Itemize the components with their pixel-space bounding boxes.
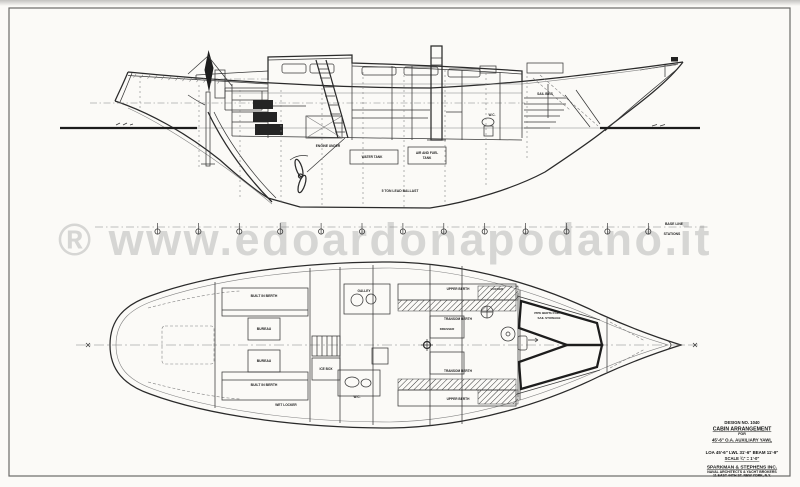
svg-text:NAVAL ARCHITECTS & YACHT BROKE: NAVAL ARCHITECTS & YACHT BROKERS [707,470,777,474]
svg-text:DESIGN NO. 1040: DESIGN NO. 1040 [724,420,760,425]
baseline-label: BASE LINE [665,222,684,226]
drawing-label: TANK [423,156,432,160]
drawing-label: AIR AND FUEL [416,151,438,155]
companionway-ladder [315,59,349,139]
drawing-label: BUILT IN BERTH [251,294,278,298]
drawing-label: UPPER BERTH [447,287,471,291]
drawing-label: WATER TANK [362,155,383,159]
watermark: ® www.edoardonapodano.it [58,214,712,265]
drawing-label: W.C. [489,113,496,117]
drawing-label: W.C. [354,395,361,399]
drawing-label: ICE BOX [319,367,333,371]
drawing-label: PIPE BERTH FOR [534,311,560,315]
drawing-label: BUREAU [257,327,272,331]
drawing-label: TRANSOM BERTH [444,369,473,373]
plan-view [76,261,700,429]
svg-text:CABIN ARRANGEMENT: CABIN ARRANGEMENT [713,427,772,433]
mizzen-mast [187,50,233,167]
drawing-label: 5 TON LEAD BALLAST [382,189,420,193]
drawing-label: SAIL STOWAGE [538,316,561,320]
drawing-label: BUILT IN BERTH [251,383,278,387]
sheet-border [8,7,791,477]
svg-text:FOR: FOR [738,432,746,436]
plan-labels: BUILT IN BERTH BUREAU BUREAU BUILT IN BERTH… [251,287,561,407]
drawing-label: WET LOCKER [275,403,297,407]
rudder [207,111,273,203]
ladder-plan [311,335,341,357]
pipe-berths [516,293,604,397]
toilet-profile [481,117,495,137]
drawing-label: UPPER BERTH [447,397,471,401]
drawing-label: GALLEY [358,289,372,293]
svg-text:LOA 45'-6" LWL 31'-6" BEAM 1: LOA 45'-6" LWL 31'-6" BEAM 11'-9" [706,450,779,455]
main-mast [427,45,446,141]
svg-text:45'-6" O.A. AUXILIARY YAWL: 45'-6" O.A. AUXILIARY YAWL [712,438,772,443]
svg-text:11 EAST 44TH ST. NEW YORK, N.: 11 EAST 44TH ST. NEW YORK, N.Y. [713,474,771,478]
profile-view [60,45,700,209]
drawing-label: LOCKER [491,287,505,291]
drawing-label: DRESSER [440,327,455,331]
drawing-label: TRANSOM BERTH [444,317,473,321]
title-block: DESIGN NO. 1040 CABIN ARRANGEMENT FOR 45… [706,420,779,478]
drawing-label: ENGINE UNDER [316,144,341,148]
svg-text:SPARKMAN & STEPHENS INC.: SPARKMAN & STEPHENS INC. [707,465,777,471]
propeller [294,158,307,194]
drawing-label: SAIL BINS [537,92,553,96]
svg-text:SCALE ¾" = 1'-0": SCALE ¾" = 1'-0" [725,456,760,461]
stations-label: STATIONS [664,232,681,236]
baseline-stations: BASE LINE STATIONS [95,222,710,236]
drawing-label: BUREAU [257,359,272,363]
